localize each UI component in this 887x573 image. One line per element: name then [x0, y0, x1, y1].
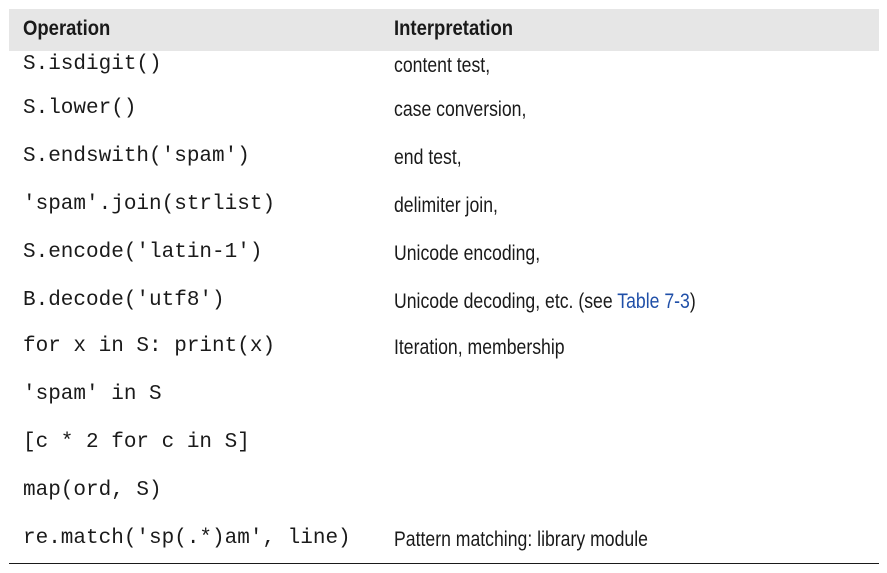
interpretation-cell: case conversion, — [394, 98, 527, 121]
table-row: [c * 2 for c in S] — [9, 429, 879, 477]
operation-cell: [c * 2 for c in S] — [23, 431, 250, 454]
operation-cell: S.endswith('spam') — [23, 145, 250, 168]
operation-cell: S.isdigit() — [23, 53, 162, 76]
table-row: 'spam'.join(strlist) delimiter join, — [9, 191, 879, 239]
header-operation: Operation — [23, 17, 111, 40]
table-row: 'spam' in S — [9, 381, 879, 429]
operation-cell: for x in S: print(x) — [23, 335, 276, 358]
operation-cell: B.decode('utf8') — [23, 289, 225, 312]
operation-cell: S.encode('latin-1') — [23, 241, 263, 264]
operation-cell: S.lower() — [23, 97, 137, 120]
interpretation-cell: Pattern matching: library module — [394, 528, 648, 551]
table-row: for x in S: print(x) Iteration, membersh… — [9, 333, 879, 381]
header-interpretation: Interpretation — [394, 17, 514, 40]
table-row: B.decode('utf8') Unicode decoding, etc. … — [9, 287, 879, 333]
table-row: S.endswith('spam') end test, — [9, 143, 879, 191]
interpretation-text-end: ) — [689, 290, 696, 313]
table-row: S.isdigit() content test, — [9, 51, 879, 95]
interpretation-cell: end test, — [394, 146, 462, 169]
interpretation-cell: Unicode encoding, — [394, 242, 541, 265]
operation-cell: 'spam' in S — [23, 383, 162, 406]
table-bottom-rule — [9, 563, 879, 564]
table-row: re.match('sp(.*)am', line) Pattern match… — [9, 525, 879, 573]
interpretation-cell: delimiter join, — [394, 194, 498, 217]
interpretation-cell: Iteration, membership — [394, 336, 565, 359]
table-7-3-link[interactable]: Table 7-3 — [617, 290, 690, 313]
interpretation-cell: Unicode decoding, etc. (see Table 7-3) — [394, 289, 696, 315]
table-row: S.encode('latin-1') Unicode encoding, — [9, 239, 879, 287]
operation-cell: map(ord, S) — [23, 479, 162, 502]
interpretation-cell: content test, — [394, 54, 491, 77]
operation-cell: 'spam'.join(strlist) — [23, 193, 276, 216]
interpretation-text: Unicode decoding, etc. (see — [394, 290, 618, 313]
table-body: S.isdigit() content test, S.lower() case… — [9, 51, 879, 573]
table-row: map(ord, S) — [9, 477, 879, 525]
operation-cell: re.match('sp(.*)am', line) — [23, 527, 351, 550]
table-row: S.lower() case conversion, — [9, 95, 879, 143]
operations-table: Operation Interpretation S.isdigit() con… — [9, 9, 879, 573]
table-header-row: Operation Interpretation — [9, 9, 879, 51]
